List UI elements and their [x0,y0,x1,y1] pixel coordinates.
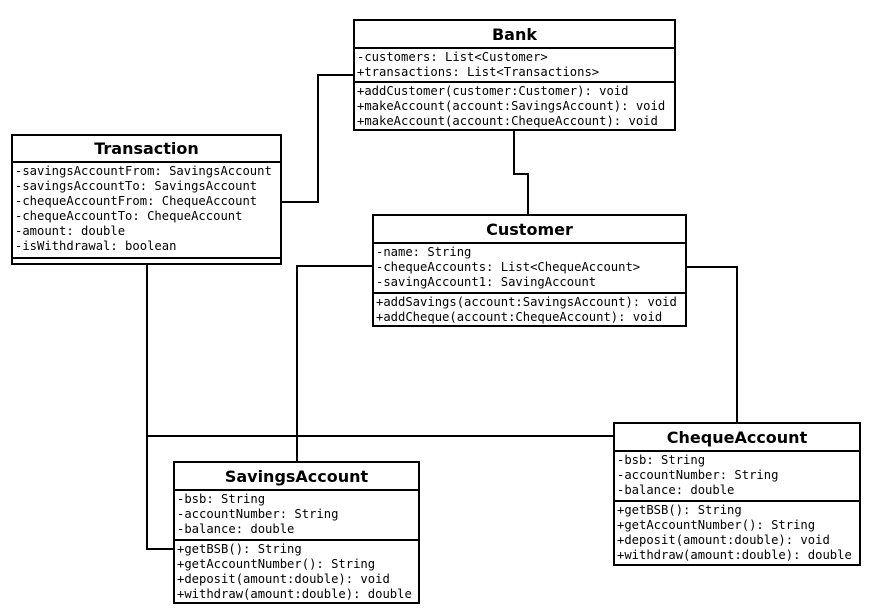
method: +withdraw(amount:double): double [177,587,412,601]
attributes-section: -name: String -chequeAccounts: List<Cheq… [374,244,685,294]
class-name: SavingsAccount [175,463,418,491]
attribute: -name: String [376,245,472,259]
class-name: Bank [355,21,674,49]
attribute: -bsb: String [177,492,266,506]
association-transaction-bank [281,74,354,203]
class-name: Transaction [13,136,280,163]
method: +addCustomer(customer:Customer): void [357,84,629,98]
attribute: -accountNumber: String [617,468,779,482]
method: +getAccountNumber(): String [617,518,816,532]
attribute: -chequeAccounts: List<ChequeAccount> [376,260,641,274]
method: +getBSB(): String [177,542,302,556]
method: +makeAccount(account:SavingsAccount): vo… [357,99,666,113]
attributes-section: -bsb: String -accountNumber: String -bal… [615,452,859,502]
attribute: -customers: List<Customer> [357,50,548,64]
attribute: -savingAccount1: SavingAccount [376,275,597,289]
class-name: ChequeAccount [615,424,859,452]
association-bank-customer [513,131,529,215]
method: +getBSB(): String [617,503,742,517]
attribute: -chequeAccountFrom: ChequeAccount [15,194,258,208]
class-bank[interactable]: Bank -customers: List<Customer> +transac… [353,19,676,131]
class-chequeaccount[interactable]: ChequeAccount -bsb: String -accountNumbe… [613,422,861,566]
attributes-section: -customers: List<Customer> +transactions… [355,49,674,83]
association-customer-savingsaccount [296,265,373,462]
attribute: -savingsAccountFrom: SavingsAccount [15,164,272,178]
class-customer[interactable]: Customer -name: String -chequeAccounts: … [372,214,687,327]
methods-section: +addCustomer(customer:Customer): void +m… [355,83,674,129]
attribute: -chequeAccountTo: ChequeAccount [15,209,243,223]
class-savingsaccount[interactable]: SavingsAccount -bsb: String -accountNumb… [173,461,420,604]
attribute: +transactions: List<Transactions> [357,65,600,79]
attribute: -bsb: String [617,453,706,467]
methods-section: +getBSB(): String +getAccountNumber(): S… [615,502,859,563]
methods-section: +getBSB(): String +getAccountNumber(): S… [175,541,418,602]
class-transaction[interactable]: Transaction -savingsAccountFrom: Savings… [11,134,282,265]
method: +deposit(amount:double): void [617,533,830,547]
attribute: -isWithdrawal: boolean [15,239,177,253]
attribute: -balance: double [177,522,295,536]
attribute: -accountNumber: String [177,507,339,521]
attribute: -balance: double [617,483,735,497]
association-customer-chequeaccount [686,266,738,423]
method: +makeAccount(account:ChequeAccount): voi… [357,114,658,128]
method: +addCheque(account:ChequeAccount): void [376,310,663,324]
method: +deposit(amount:double): void [177,572,390,586]
attribute: -amount: double [15,224,126,238]
class-name: Customer [374,216,685,244]
method: +withdraw(amount:double): double [617,548,852,562]
attributes-section: -savingsAccountFrom: SavingsAccount -sav… [13,163,280,259]
attributes-section: -bsb: String -accountNumber: String -bal… [175,491,418,541]
method: +addSavings(account:SavingsAccount): voi… [376,295,677,309]
attribute: -savingsAccountTo: SavingsAccount [15,179,258,193]
method: +getAccountNumber(): String [177,557,376,571]
methods-section: +addSavings(account:SavingsAccount): voi… [374,294,685,325]
association-transaction-savingsaccount [146,265,174,550]
